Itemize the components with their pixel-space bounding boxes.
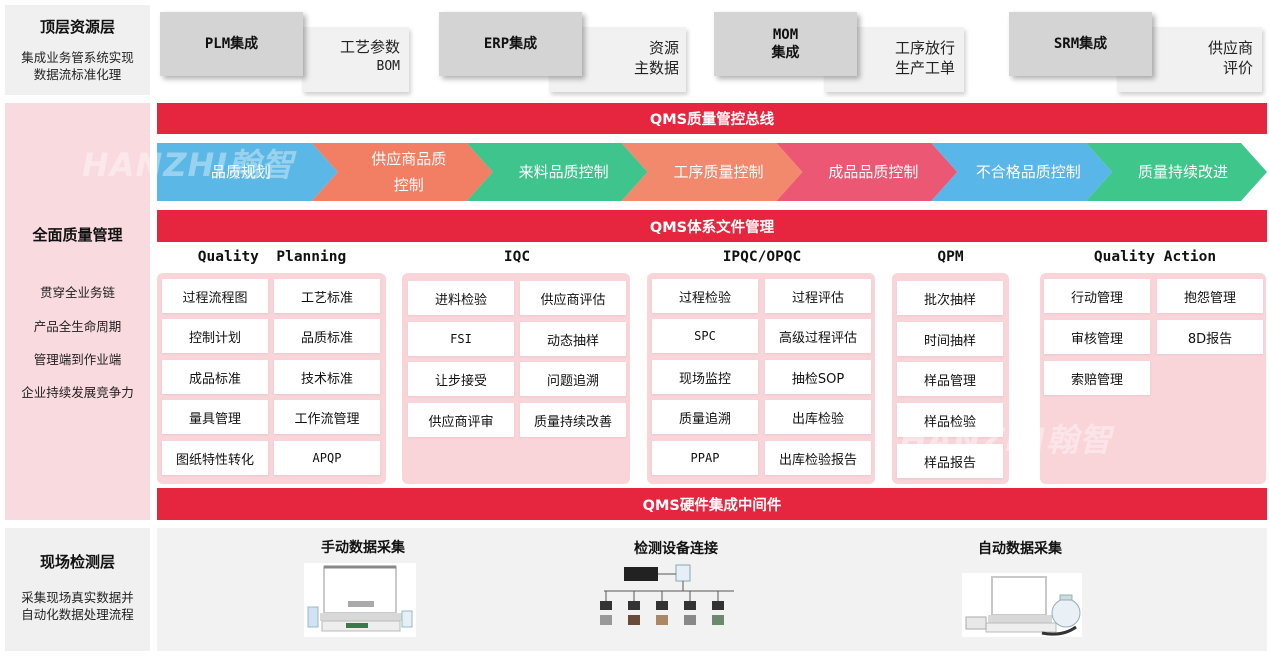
integration-plm-box: PLM集成 — [160, 12, 303, 76]
process-step-shape-6 — [931, 143, 1113, 201]
module-title-planning: Quality Planning — [197, 249, 347, 265]
quality-point-3: 管理端到作业端 — [33, 351, 122, 367]
process-chain — [157, 143, 1267, 201]
process-step-label-3: 来料品质控制 — [518, 163, 609, 181]
process-step-shape-5 — [776, 143, 958, 201]
planning-cell-tech-standard: 技术标准 — [274, 360, 380, 394]
qpm-cell-sample-management: 样品管理 — [897, 362, 1003, 396]
qpm-cell-time-sampling: 时间抽样 — [897, 322, 1003, 356]
integration-erp-sub-1: 资源 — [648, 39, 679, 57]
integration-mom-sub-1: 工序放行 — [894, 39, 955, 57]
process-step-label-6: 不合格品质控制 — [975, 163, 1081, 181]
ipqc-cell-quality-trace: 质量追溯 — [652, 400, 758, 434]
field-layer-desc-1: 采集现场真实数据并 — [21, 590, 134, 605]
qpm-cell-batch-sampling: 批次抽样 — [897, 281, 1003, 315]
ipqc-cell-sampling-sop: 抽检SOP — [765, 360, 871, 394]
section-manual-collection: 手动数据采集 — [321, 540, 405, 556]
top-layer-title: 顶层资源层 — [39, 17, 115, 36]
planning-cell-workflow: 工作流管理 — [274, 400, 380, 434]
integration-srm-sub-1: 供应商 — [1207, 39, 1253, 57]
ipqc-cell-outbound-report: 出库检验报告 — [765, 441, 871, 475]
qpm-cell-sample-inspection: 样品检验 — [897, 403, 1003, 437]
field-layer-title: 现场检测层 — [39, 552, 115, 571]
process-step-label-1: 品质规划 — [210, 163, 271, 181]
process-step-shape-1 — [157, 143, 338, 201]
integration-mom-box: MOM 集成 — [714, 12, 857, 76]
process-step-label-5: 成品品质控制 — [828, 163, 919, 181]
ipqc-cell-advanced-evaluation: 高级过程评估 — [765, 319, 871, 353]
analytical-balance-image — [304, 563, 416, 637]
process-step-label-4: 工序质量控制 — [673, 163, 764, 181]
ipqc-cell-ppap: PPAP — [652, 441, 758, 475]
field-layer-desc-2: 自动化数据处理流程 — [21, 607, 134, 622]
quality-point-4: 企业持续发展竞争力 — [21, 384, 134, 400]
integration-mom-sub-2: 生产工单 — [894, 59, 955, 77]
iqc-cell-incoming-inspection: 进料检验 — [408, 281, 514, 315]
process-step-label-2: 供应商品质 控制 — [371, 150, 447, 194]
ipqc-cell-site-monitoring: 现场监控 — [652, 360, 758, 394]
integration-srm-box: SRM集成 — [1009, 12, 1152, 76]
qms-bus-bar: QMS质量管控总线 — [157, 103, 1267, 134]
ipqc-cell-outbound-inspection: 出库检验 — [765, 400, 871, 434]
planning-cell-quality-standard: 品质标准 — [274, 319, 380, 353]
iqc-cell-quality-improvement: 质量持续改善 — [520, 403, 626, 437]
qms-docs-bar: QMS体系文件管理 — [157, 210, 1267, 242]
planning-cell-process-standard: 工艺标准 — [274, 279, 380, 313]
action-cell-audit-management: 审核管理 — [1044, 320, 1150, 354]
process-step-shape-2 — [311, 143, 493, 201]
top-layer-desc-1: 集成业务管系统实现 — [21, 50, 134, 65]
process-step-shape-4 — [621, 143, 803, 201]
iqc-cell-supplier-review: 供应商评审 — [408, 403, 514, 437]
action-cell-action-management: 行动管理 — [1044, 279, 1150, 313]
quality-point-2: 产品全生命周期 — [33, 318, 122, 334]
integration-erp-box: ERP集成 — [439, 12, 582, 76]
action-cell-complaint-management: 抱怨管理 — [1157, 279, 1263, 313]
planning-cell-gauge-management: 量具管理 — [162, 400, 268, 434]
section-auto-collection: 自动数据采集 — [978, 541, 1062, 557]
planning-cell-control-plan: 控制计划 — [162, 319, 268, 353]
top-layer-panel: 顶层资源层 集成业务管系统实现 数据流标准化理 — [5, 5, 150, 95]
process-step-shape-7 — [1086, 143, 1267, 201]
planning-cell-product-standard: 成品标准 — [162, 360, 268, 394]
ipqc-cell-process-inspection: 过程检验 — [652, 279, 758, 313]
planning-cell-apqp: APQP — [274, 441, 380, 475]
quality-layer-panel: 全面质量管理 贯穿全业务链 产品全生命周期 管理端到作业端 企业持续发展竞争力 — [5, 103, 150, 520]
process-step-label-7: 质量持续改进 — [1138, 163, 1229, 181]
integrations-area: 工艺参数 BOM PLM集成 资源 主数据 ERP集成 工序放行 生产工单 MO… — [157, 5, 1267, 97]
process-step-shape-3 — [466, 143, 648, 201]
auto-balance-image — [962, 573, 1082, 637]
section-device-connection: 检测设备连接 — [634, 541, 718, 557]
planning-cell-process-flow: 过程流程图 — [162, 279, 268, 313]
quality-layer-title: 全面质量管理 — [32, 225, 123, 244]
ipqc-cell-spc: SPC — [652, 319, 758, 353]
top-layer-desc-2: 数据流标准化理 — [33, 67, 122, 82]
iqc-cell-concession: 让步接受 — [408, 362, 514, 396]
field-layer-panel: 现场检测层 采集现场真实数据并 自动化数据处理流程 — [5, 528, 150, 651]
module-title-qpm: QPM — [937, 249, 964, 265]
qpm-cell-sample-report: 样品报告 — [897, 444, 1003, 478]
integration-plm-detail — [302, 27, 409, 92]
action-cell-8d-report: 8D报告 — [1157, 320, 1263, 354]
integration-plm-sub-1: 工艺参数 — [339, 38, 400, 56]
device-network-diagram — [600, 564, 734, 625]
integration-srm-sub-2: 评价 — [1222, 59, 1253, 77]
iqc-cell-fsi: FSI — [408, 322, 514, 356]
iqc-cell-issue-trace: 问题追溯 — [520, 362, 626, 396]
action-cell-claim-management: 索赔管理 — [1044, 361, 1150, 395]
integration-erp-sub-2: 主数据 — [633, 59, 679, 77]
integration-plm-sub-2: BOM — [376, 59, 400, 74]
iqc-cell-dynamic-sampling: 动态抽样 — [520, 322, 626, 356]
process-chain-labels: 品质规划 供应商品质 控制 来料品质控制 工序质量控制 成品品质控制 不合格品质控制 质量持… — [157, 143, 1267, 201]
module-title-iqc: IQC — [503, 249, 531, 265]
planning-cell-drawing-feature: 图纸特性转化 — [162, 441, 268, 475]
qms-middleware-bar: QMS硬件集成中间件 — [157, 488, 1267, 520]
iqc-cell-supplier-evaluation: 供应商评估 — [520, 281, 626, 315]
ipqc-cell-process-evaluation: 过程评估 — [765, 279, 871, 313]
quality-point-1: 贯穿全业务链 — [39, 284, 115, 300]
module-title-action: Quality Action — [1093, 249, 1217, 265]
module-title-ipqc: IPQC/OPQC — [722, 249, 802, 265]
